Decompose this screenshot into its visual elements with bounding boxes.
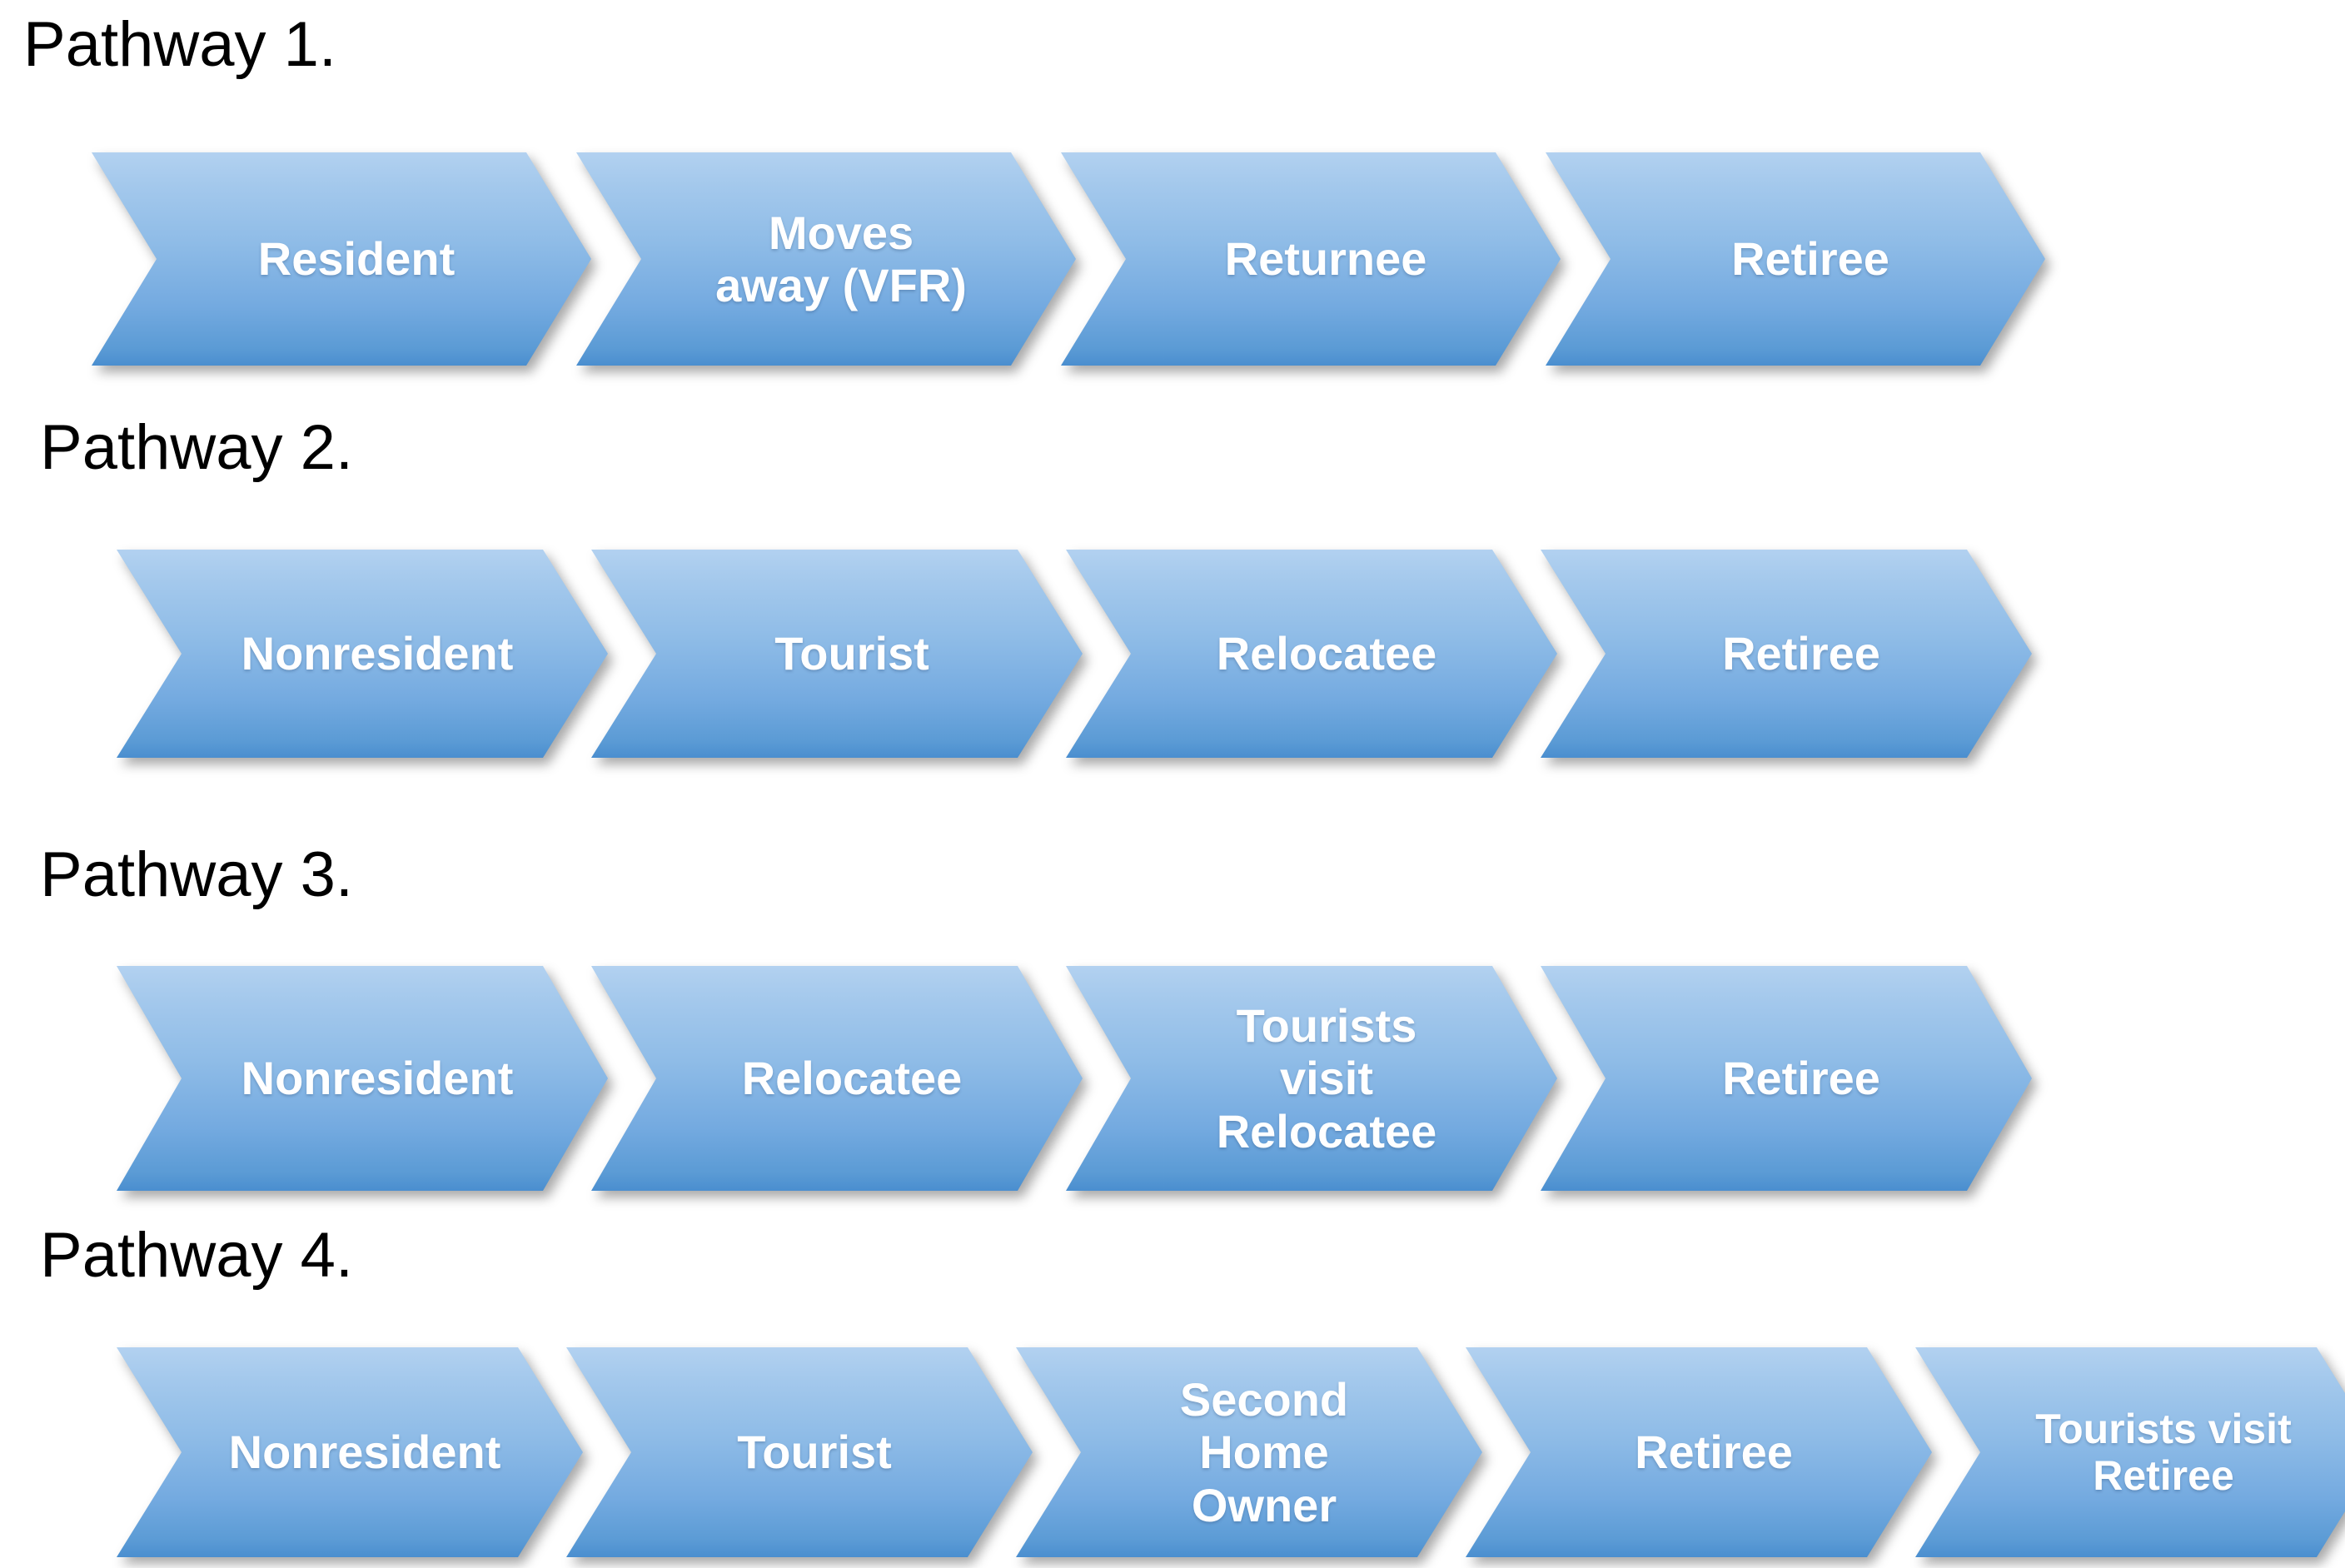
chevron-step[interactable]: Nonresident (117, 966, 608, 1191)
chevron-label: Resident (257, 232, 456, 286)
chevron-label: Tourist (774, 627, 929, 680)
chevron-shape (591, 550, 1083, 758)
chevron-step[interactable]: Moves away (VFR) (576, 152, 1076, 366)
chevron-shape (1066, 550, 1557, 758)
chevron-label: Tourists visit Retiree (2035, 1405, 2292, 1500)
chevron-label: Second Home Owner (1179, 1373, 1349, 1531)
chevron-step[interactable]: Tourist (591, 550, 1083, 758)
pathway-row-4: Nonresident Tourist Second Home Owner Re… (117, 1347, 2328, 1557)
chevron-step[interactable]: Tourists visit Retiree (1915, 1347, 2345, 1557)
chevron-label: Retiree (1635, 1426, 1793, 1479)
chevron-shape (1061, 152, 1561, 366)
chevron-label: Retiree (1722, 1052, 1880, 1105)
pathway-heading-1: Pathway 1. (23, 9, 336, 80)
chevron-step[interactable]: Relocatee (591, 966, 1083, 1191)
pathway-row-2: Nonresident Tourist Relocatee Retiree (117, 550, 2003, 758)
chevron-shape (1466, 1347, 1932, 1557)
chevron-label: Nonresident (241, 627, 514, 680)
chevron-shape (566, 1347, 1033, 1557)
chevron-step[interactable]: Tourists visit Relocatee (1066, 966, 1557, 1191)
chevron-label: Relocatee (741, 1052, 963, 1105)
chevron-step[interactable]: Tourist (566, 1347, 1033, 1557)
chevron-shape (1541, 550, 2032, 758)
chevron-step[interactable]: Nonresident (117, 550, 608, 758)
chevron-label: Moves away (VFR) (715, 206, 967, 311)
pathway-heading-3: Pathway 3. (40, 839, 353, 910)
chevron-shape (1016, 1347, 1482, 1557)
chevron-label: Nonresident (241, 1052, 514, 1105)
pathway-heading-2: Pathway 2. (40, 412, 353, 483)
chevron-shape (1915, 1347, 2345, 1557)
chevron-label: Relocatee (1216, 627, 1437, 680)
chevron-shape (1541, 966, 2032, 1191)
chevron-label: Nonresident (228, 1426, 501, 1479)
chevron-shape (117, 966, 608, 1191)
pathway-row-1: Resident Moves away (VFR) Returnee Retir… (92, 152, 2019, 366)
chevron-shape (92, 152, 591, 366)
chevron-step[interactable]: Retiree (1546, 152, 2045, 366)
chevron-shape (1546, 152, 2045, 366)
chevron-label: Retiree (1731, 232, 1889, 286)
chevron-label: Tourist (737, 1426, 892, 1479)
chevron-step[interactable]: Returnee (1061, 152, 1561, 366)
pathway-heading-4: Pathway 4. (40, 1220, 353, 1291)
chevron-label: Retiree (1722, 627, 1880, 680)
chevron-step[interactable]: Retiree (1466, 1347, 1932, 1557)
chevron-step[interactable]: Retiree (1541, 966, 2032, 1191)
chevron-step[interactable]: Resident (92, 152, 591, 366)
chevron-step[interactable]: Relocatee (1066, 550, 1557, 758)
chevron-step[interactable]: Retiree (1541, 550, 2032, 758)
chevron-label: Tourists visit Relocatee (1216, 999, 1437, 1157)
chevron-shape (117, 550, 608, 758)
chevron-shape (1066, 966, 1557, 1191)
pathway-row-3: Nonresident Relocatee Tourists visit Rel… (117, 966, 2003, 1191)
chevron-shape (117, 1347, 583, 1557)
chevron-label: Returnee (1224, 232, 1427, 286)
chevron-shape (576, 152, 1076, 366)
chevron-step[interactable]: Nonresident (117, 1347, 583, 1557)
chevron-shape (591, 966, 1083, 1191)
chevron-step[interactable]: Second Home Owner (1016, 1347, 1482, 1557)
